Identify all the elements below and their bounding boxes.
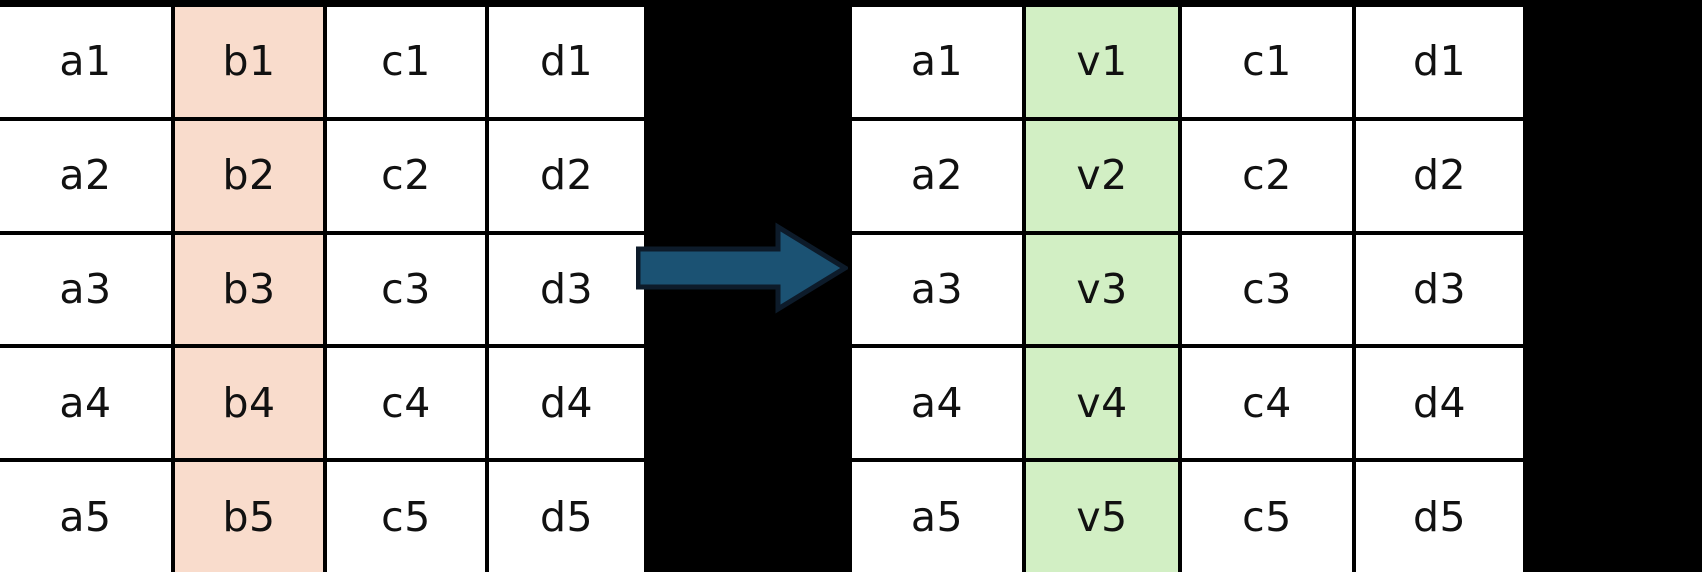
table-cell: a2: [0, 120, 171, 231]
table-cell: c1: [1182, 7, 1352, 117]
table-cell: c4: [327, 348, 485, 459]
arrow-shape: [636, 222, 848, 314]
table-cell: b3: [175, 234, 323, 345]
table-cell: a1: [852, 7, 1022, 117]
table-cell: d5: [1356, 462, 1523, 572]
table-cell: d5: [489, 462, 644, 572]
right-arrow-svg: [636, 222, 848, 314]
table-cell: c1: [327, 7, 485, 117]
table-cell: a4: [852, 348, 1022, 459]
table-cell: d4: [489, 348, 644, 459]
table-cell: d2: [1356, 120, 1523, 231]
table-cell: c3: [1182, 234, 1352, 345]
table-cell: c5: [327, 462, 485, 572]
table-cell: a2: [852, 120, 1022, 231]
table-cell: a5: [852, 462, 1022, 572]
table-cell: v4: [1026, 348, 1178, 459]
table-cell: b4: [175, 348, 323, 459]
table-cell: b5: [175, 462, 323, 572]
table-cell: c3: [327, 234, 485, 345]
table-cell: b1: [175, 7, 323, 117]
table-cell: c4: [1182, 348, 1352, 459]
table-cell: b2: [175, 120, 323, 231]
table-cell: v2: [1026, 120, 1178, 231]
table-cell: a1: [0, 7, 171, 117]
table-cell: v5: [1026, 462, 1178, 572]
table-cell: a3: [852, 234, 1022, 345]
table-cell: c2: [1182, 120, 1352, 231]
right-arrow-icon: [636, 222, 848, 314]
table-cell: a3: [0, 234, 171, 345]
table-cell: d4: [1356, 348, 1523, 459]
table-cell: d3: [489, 234, 644, 345]
table-cell: d1: [489, 7, 644, 117]
table-cell: d1: [1356, 7, 1523, 117]
table-cell: c5: [1182, 462, 1352, 572]
table-cell: a4: [0, 348, 171, 459]
table-cell: d2: [489, 120, 644, 231]
table-cell: d3: [1356, 234, 1523, 345]
table-cell: a5: [0, 462, 171, 572]
table-cell: c2: [327, 120, 485, 231]
table-cell: v3: [1026, 234, 1178, 345]
table-cell: v1: [1026, 7, 1178, 117]
